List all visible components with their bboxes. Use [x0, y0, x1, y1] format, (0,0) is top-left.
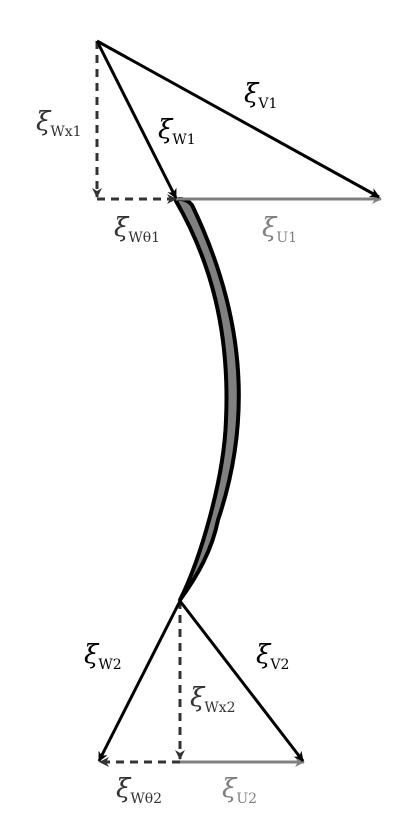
w2-label: ξW2 [84, 640, 122, 673]
v1-arrow [96, 39, 380, 199]
w2-arrow [97, 600, 182, 762]
v2-label: ξV2 [256, 640, 289, 673]
v2-arrow [178, 600, 305, 762]
w1-arrow [95, 40, 178, 199]
wtheta1-label: ξWθ1 [114, 213, 160, 246]
u1-label: ξU1 [262, 213, 297, 246]
blade-profile [174, 197, 241, 602]
w1-label: ξW1 [158, 115, 196, 148]
u2-label: ξU2 [222, 774, 257, 807]
wx2-label: ξWx2 [190, 683, 236, 716]
v1-label: ξV1 [244, 79, 277, 112]
wtheta2-label: ξWθ2 [116, 774, 162, 807]
wx1-label: ξWx1 [36, 107, 82, 140]
